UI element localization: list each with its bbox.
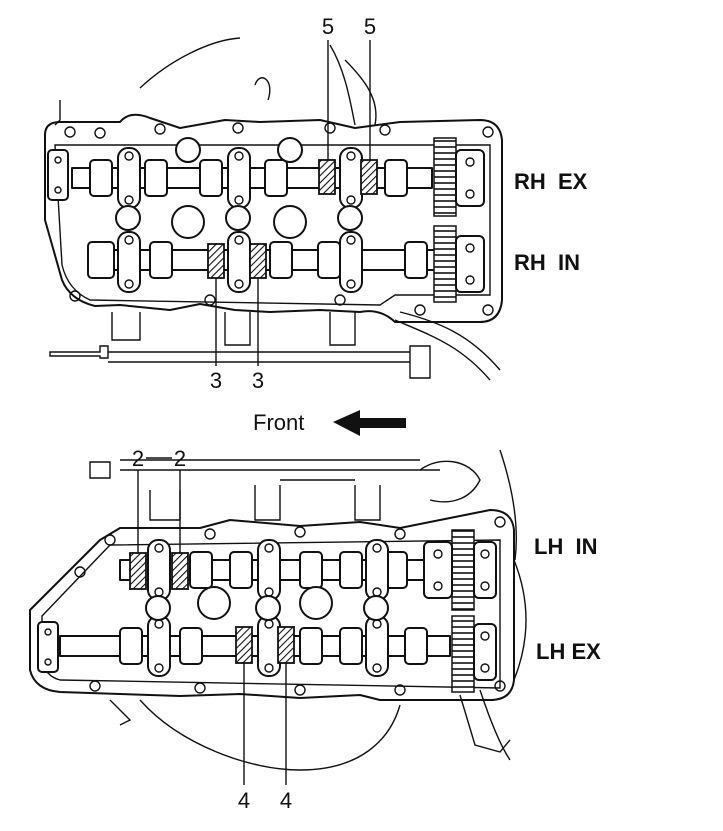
callout-5b: 5 xyxy=(364,14,376,39)
callout-3a: 3 xyxy=(210,368,222,393)
callout-3b: 3 xyxy=(252,368,264,393)
label-rh-in: RH IN xyxy=(514,250,580,275)
rh-ex-cap-5b xyxy=(360,159,378,195)
lh-in-cap-2a xyxy=(129,552,147,590)
lh-ex-cap-4b xyxy=(277,626,295,664)
callout-4a: 4 xyxy=(238,788,250,813)
lh-cylinder-head xyxy=(29,449,527,785)
label-lh-in: LH IN xyxy=(534,534,598,559)
label-rh-ex: RH EX xyxy=(514,169,588,194)
label-lh-ex: LH EX xyxy=(536,639,601,664)
rh-ex-cap-5a xyxy=(318,159,336,195)
lh-ex-cap-4a xyxy=(235,626,253,664)
callout-5a: 5 xyxy=(322,14,334,39)
callout-2b: 2 xyxy=(174,446,186,471)
callout-4b: 4 xyxy=(280,788,292,813)
callout-2a: 2 xyxy=(132,446,144,471)
label-front: Front xyxy=(253,410,304,435)
rh-cylinder-head xyxy=(44,37,503,381)
front-arrow-icon xyxy=(333,410,406,436)
lh-in-cap-2b xyxy=(171,552,189,590)
rh-in-cap-3b xyxy=(249,243,267,279)
rh-in-cap-3a xyxy=(207,243,225,279)
